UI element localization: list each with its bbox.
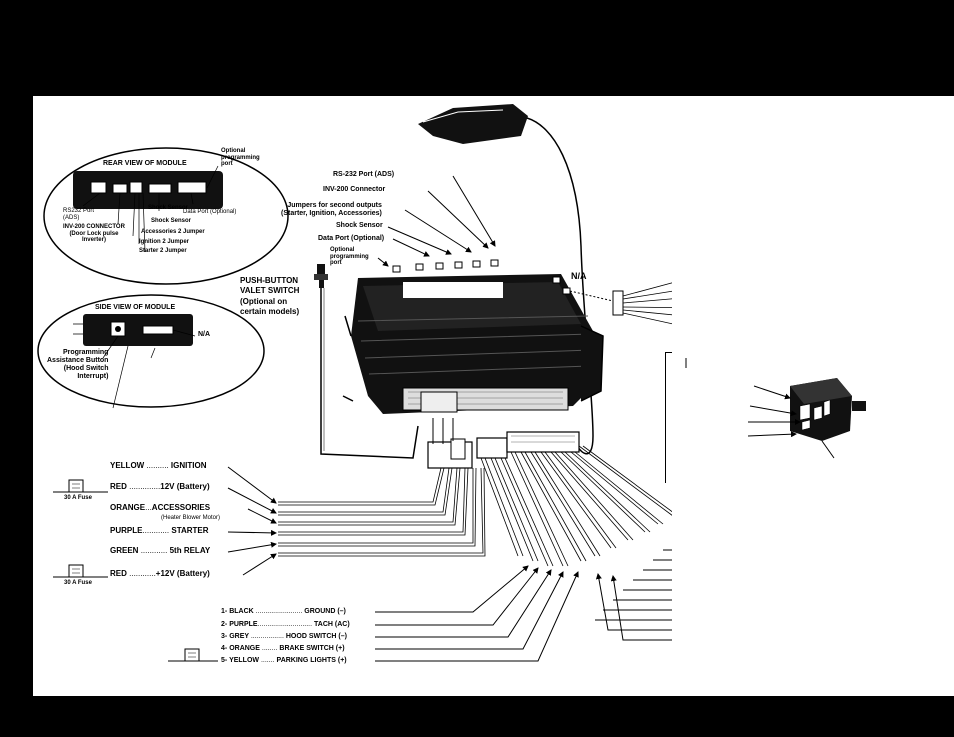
- wire-label-orange-brake: 4- ORANGE ........ BRAKE SWITCH (+): [221, 645, 345, 652]
- rear-view-title: REAR VIEW OF MODULE: [103, 160, 187, 167]
- wire-label-red-12v: RED ..............12V (Battery): [110, 482, 210, 491]
- port-squares: [392, 259, 571, 295]
- rear-shock-sensor-top-label: Shock Sensor: [148, 205, 189, 211]
- rear-acc2-jumper-label: Accessories 2 Jumper: [141, 229, 205, 235]
- callout-data-port: Data Port (Optional): [318, 235, 385, 242]
- wire-label-black-ground: 1- BLACK ........................ GROUND…: [221, 608, 346, 615]
- rear-ign2-jumper-label: Ignition 2 Jumper: [139, 239, 190, 245]
- fuse-icon: [53, 479, 108, 493]
- callout-inv200: INV-200 Connector: [323, 186, 386, 193]
- callout-shock-sensor: Shock Sensor: [336, 222, 383, 229]
- wire-label-orange-accessories: ORANGE...ACCESSORIES: [110, 503, 211, 512]
- programming-button-label: Programming Assistance Button (Hood Swit…: [47, 349, 109, 381]
- wire-label-grey-hood: 3- GREY ................. HOOD SWITCH (–…: [221, 633, 347, 640]
- harness-connectors: [427, 418, 580, 469]
- power-wires: [278, 467, 486, 557]
- rear-data-port-label: Data Port (Optional): [183, 209, 237, 215]
- na-connector-label: N/A: [571, 271, 587, 281]
- relay-icon: [790, 378, 866, 441]
- wiring-diagram: REAR VIEW OF MODULE Optional programming…: [33, 96, 705, 696]
- wire-label-yellow-parking: 5- YELLOW ....... PARKING LIGHTS (+): [221, 657, 347, 664]
- fuse-icon: [53, 564, 108, 578]
- na-connector: [569, 273, 705, 332]
- relay-graphic: [661, 352, 866, 476]
- wire-label-heater-sub: (Heater Blower Motor): [161, 515, 221, 521]
- top-callout-arrows: [377, 175, 496, 267]
- rear-inv200-label: INV-200 CONNECTOR (Door Lock pulse Inver…: [63, 224, 125, 244]
- rear-shock-sensor-label: Shock Sensor: [151, 218, 192, 224]
- wire-label-green-5th-relay: GREEN ............ 5th RELAY: [110, 546, 211, 555]
- main-module: [342, 274, 604, 414]
- wire-label-red-battery: RED ............+12V (Battery): [110, 569, 210, 578]
- left-label-arrows: [227, 466, 277, 576]
- diagram-graphics: [37, 104, 705, 662]
- wire-label-yellow-ignition: YELLOW .......... IGNITION: [110, 461, 207, 470]
- wire-label-purple-tach: 2- PURPLE............................ TA…: [221, 621, 350, 628]
- valet-switch: [314, 264, 419, 459]
- wire-label-purple-starter: PURPLE............ STARTER: [110, 526, 209, 535]
- callout-rs232: RS-232 Port (ADS): [333, 171, 395, 178]
- fuse-icon: [168, 648, 218, 662]
- relay-area: [661, 96, 954, 696]
- fuse-label-2: 30 A Fuse: [64, 580, 92, 586]
- callout-jumpers: Jumpers for second outputs (Starter, Ign…: [281, 202, 382, 218]
- rear-rs232-label: RS232 Port (ADS): [63, 208, 95, 221]
- side-view-module-ellipse: [37, 294, 265, 409]
- harness-wires: [480, 445, 679, 567]
- callout-optional-port: Optional programming port: [330, 247, 369, 267]
- side-view-title: SIDE VIEW OF MODULE: [95, 304, 176, 311]
- valet-switch-label: PUSH-BUTTON VALET SWITCH (Optional on ce…: [240, 276, 300, 317]
- rear-start2-jumper-label: Starter 2 Jumper: [139, 248, 187, 254]
- bottom-label-arrows: [375, 565, 579, 662]
- side-na-label: N/A: [198, 331, 211, 338]
- rear-view-module-ellipse: [43, 147, 289, 285]
- fuse-label-1: 30 A Fuse: [64, 495, 92, 501]
- rear-optional-port-label: Optional programming port: [221, 148, 260, 168]
